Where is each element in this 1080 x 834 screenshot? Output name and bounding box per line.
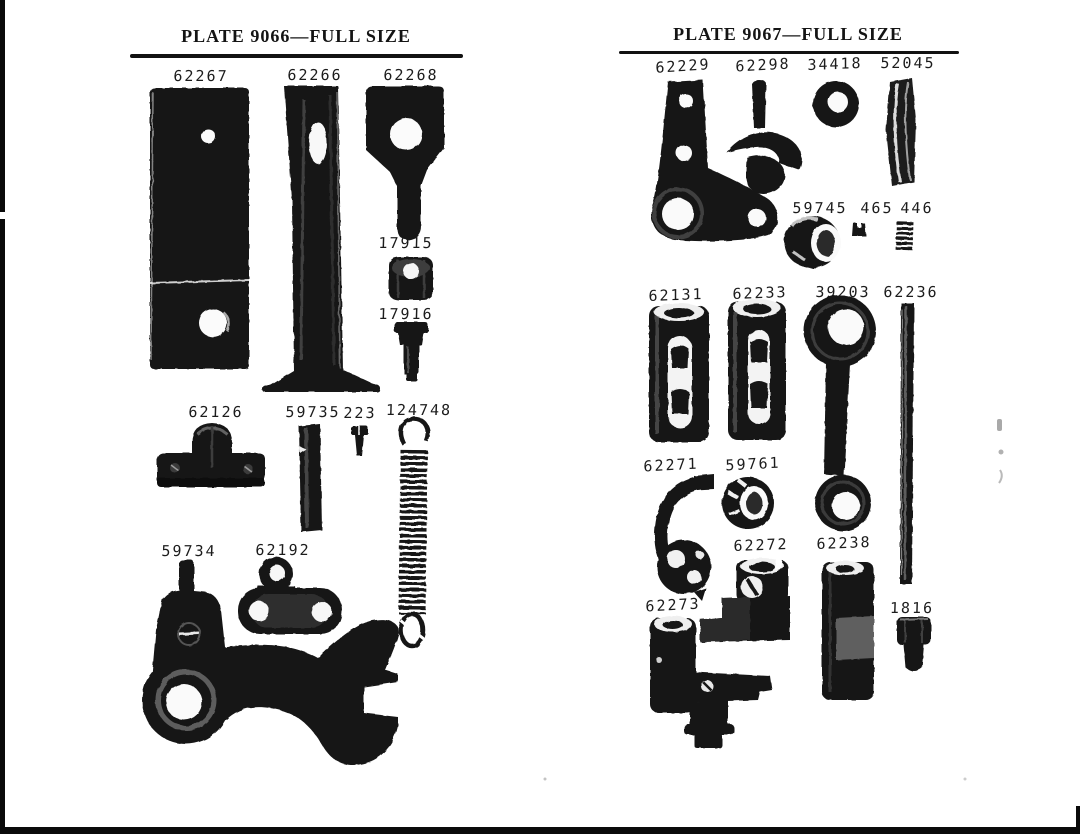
part-465-illustration	[852, 222, 866, 236]
part-59735-illustration	[299, 424, 322, 532]
part-39203-illustration	[804, 295, 876, 531]
part-446-illustration	[895, 221, 914, 253]
part-1816-illustration	[897, 617, 931, 671]
scan-edge-left	[0, 0, 5, 834]
part-223-illustration	[351, 424, 368, 456]
part-17916-illustration	[394, 322, 428, 381]
part-62271-illustration	[654, 474, 714, 601]
part-59745-illustration	[784, 216, 841, 268]
plate-9067-rule	[619, 51, 959, 54]
part-59734-illustration	[142, 560, 399, 766]
scan-edge-bottom	[0, 827, 1080, 834]
part-62272-illustration	[700, 556, 790, 642]
part-62273-illustration	[650, 616, 772, 748]
part-62126-illustration	[157, 423, 265, 487]
part-124748-illustration	[398, 416, 431, 649]
plate-9067-title: PLATE 9067—FULL SIZE	[673, 24, 903, 44]
part-62131-illustration	[649, 303, 709, 442]
part-62236-illustration	[900, 303, 914, 584]
scan-specks	[543, 419, 1004, 781]
scan-edge-left-notch	[0, 212, 5, 219]
plate-9066-rule	[130, 54, 463, 58]
part-52045-illustration	[886, 78, 916, 186]
part-62192-illustration	[238, 557, 342, 634]
plate-9066-title: PLATE 9066—FULL SIZE	[181, 26, 411, 46]
part-17915-illustration	[389, 257, 433, 300]
part-59761-illustration	[722, 477, 774, 529]
part-62238-illustration	[822, 561, 874, 700]
part-62267-illustration	[149, 88, 250, 369]
part-62298-illustration	[727, 80, 802, 194]
part-34418-illustration	[813, 81, 859, 127]
scan-edge-right	[1076, 806, 1080, 834]
part-62229-illustration	[651, 80, 778, 242]
part-62266-illustration	[262, 86, 380, 392]
part-62233-illustration	[728, 299, 786, 440]
part-62268-illustration	[366, 86, 444, 240]
